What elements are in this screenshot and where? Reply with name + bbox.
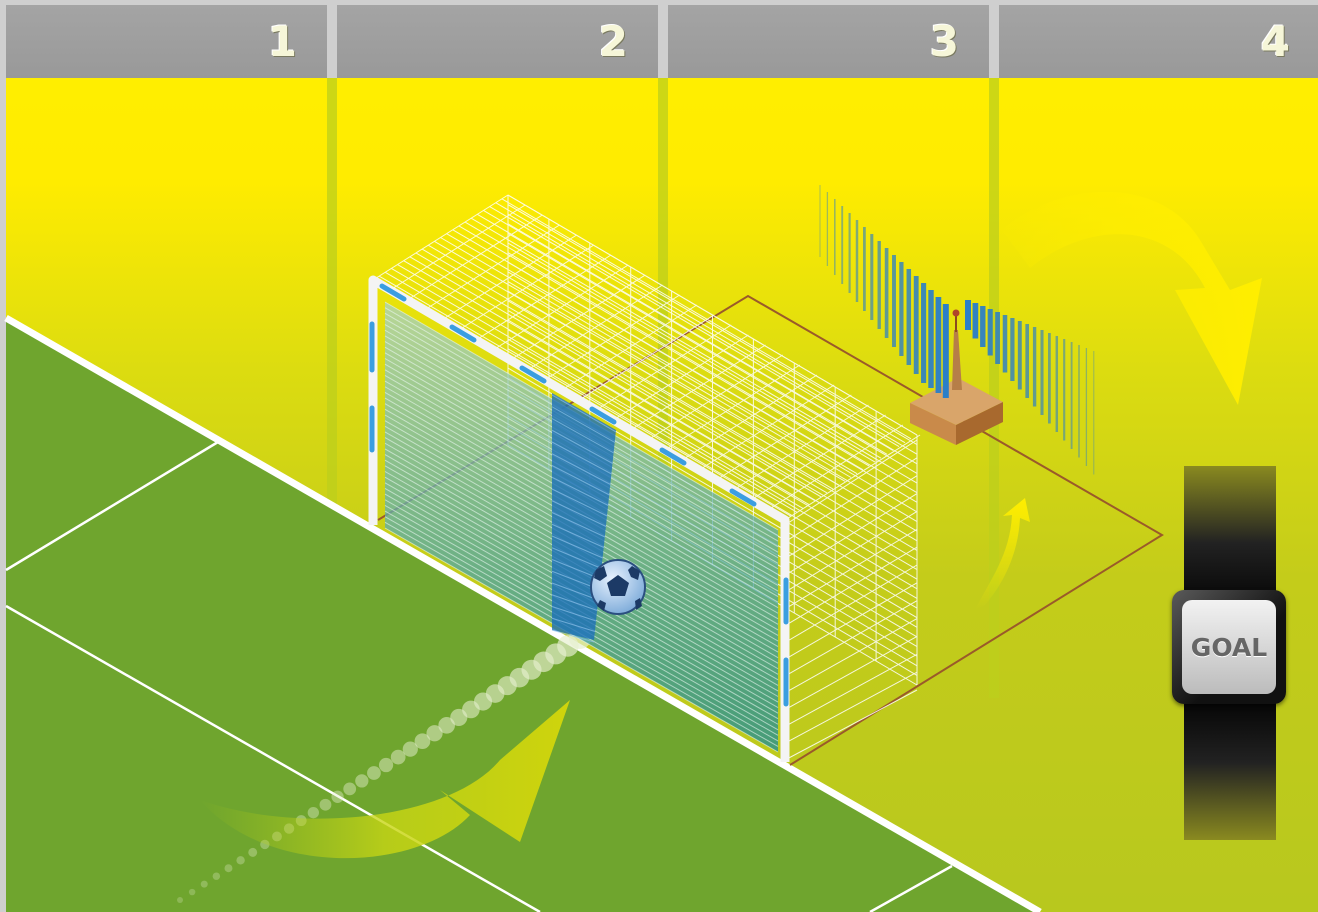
step-header-2: 2 [337,5,658,78]
step-number-4: 4 [1261,17,1290,66]
watch-strap-bottom [1184,700,1276,840]
soccer-ball-icon [591,560,645,614]
step-number-3: 3 [930,17,959,66]
step-header-3: 3 [668,5,989,78]
step-number-1: 1 [268,17,297,66]
step-header-1: 1 [6,5,327,78]
goal-signal-label: GOAL [1191,633,1267,662]
watch-face: GOAL [1182,600,1276,694]
watch-strap-top [1184,466,1276,606]
smartwatch-icon: GOAL [1168,460,1292,840]
step-number-2: 2 [599,17,628,66]
step-header-4: 4 [999,5,1318,78]
watch-case: GOAL [1172,590,1286,704]
